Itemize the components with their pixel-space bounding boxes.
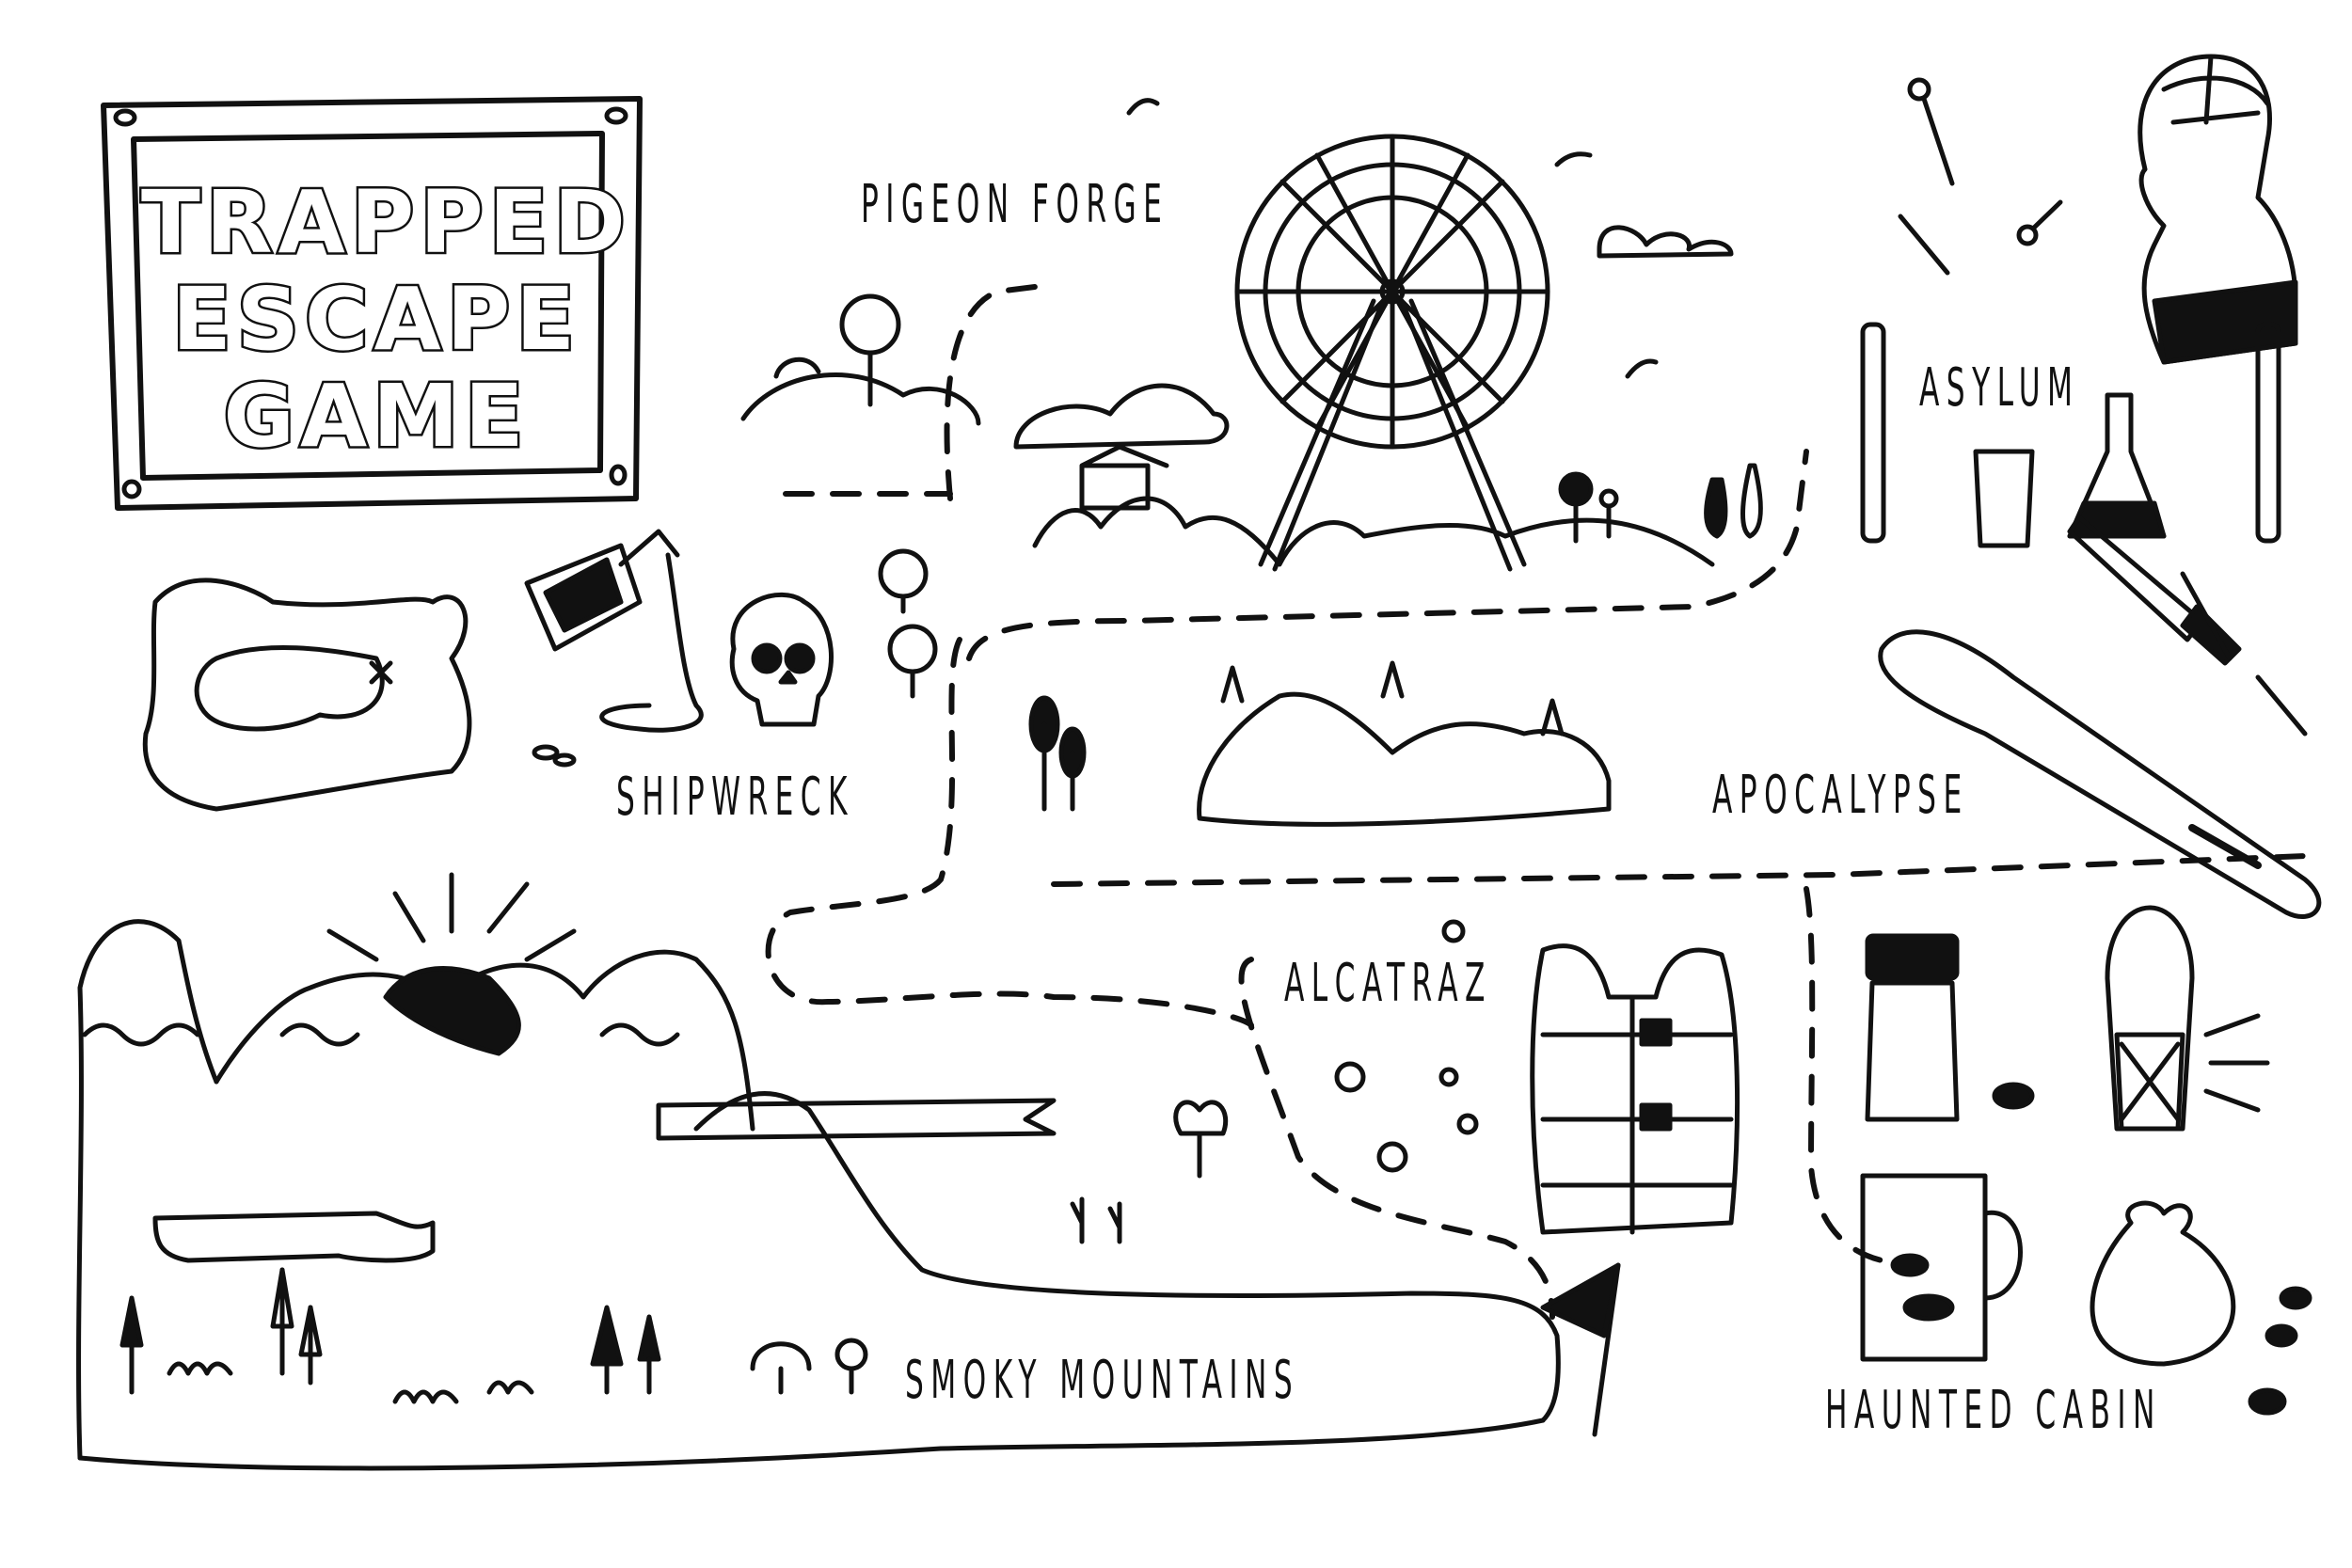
lantern-icon: [2105, 905, 2270, 1132]
coins-icon: [1992, 1082, 2312, 1416]
money-sack-icon: [2090, 1200, 2236, 1367]
location-label-alcatraz[interactable]: ALCATRAZ: [1284, 953, 1492, 1014]
title-sign-board: [101, 96, 643, 511]
forest-icons: [119, 1100, 1229, 1404]
pigeon-forge-scenery: [1013, 98, 1763, 567]
title-line-2: ESCAPE: [169, 268, 581, 371]
hills-with-pines-icon: [1197, 660, 1612, 827]
mountains-icon: [76, 872, 1561, 1471]
jar-icon: [1865, 933, 1960, 1122]
title-line-3: GAME: [221, 366, 530, 467]
location-label-haunted-cabin[interactable]: HAUNTED CABIN: [1825, 1380, 2162, 1441]
location-label-smoky-mountains[interactable]: SMOKY MOUNTAINS: [905, 1350, 1300, 1411]
skull-icon: [729, 592, 834, 727]
bubbles-icon: [1334, 919, 1479, 1173]
game-title: TRAPPED ESCAPE GAME: [139, 171, 631, 467]
location-label-pigeon-forge[interactable]: PIGEON FORGE: [861, 174, 1169, 235]
small-trees-icon: [878, 548, 1087, 812]
ferris-wheel-icon: [1234, 134, 1550, 572]
keys-icon: [1898, 77, 2063, 276]
location-label-shipwreck[interactable]: SHIPWRECK: [616, 767, 854, 828]
location-label-asylum[interactable]: ASYLUM: [1919, 357, 2080, 419]
mug-jar-icon: [1860, 1173, 2023, 1362]
dashed-trail: [765, 284, 2308, 1320]
location-label-apocalypse[interactable]: APOCALYPSE: [1712, 765, 1969, 826]
title-line-1: TRAPPED: [139, 171, 631, 273]
phrenology-head-icon: [2137, 54, 2298, 365]
flag-icon: [1540, 1262, 1621, 1437]
life-vest-icon: [1530, 943, 1740, 1235]
bullets-icon: [2067, 515, 2308, 736]
bottle-icon: [524, 529, 704, 768]
treasure-map-icon: [142, 578, 472, 812]
spiked-bat-icon: [1878, 629, 2322, 919]
tree-hill-icon: [740, 293, 981, 426]
